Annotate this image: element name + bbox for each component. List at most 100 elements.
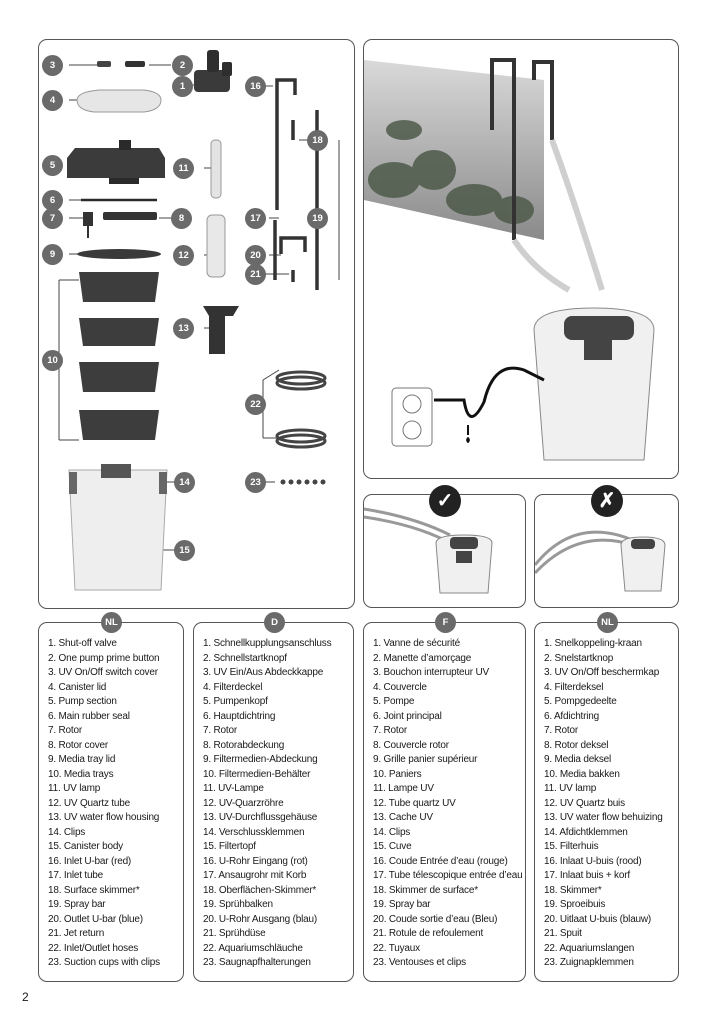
list-item: 15. Cuve: [373, 841, 412, 852]
media-tray-lid-shape: [77, 249, 161, 259]
list-item: 5. Pump section: [48, 696, 117, 707]
callout-8: 8: [171, 208, 192, 229]
list-item: 8. Rotor cover: [48, 739, 109, 751]
list-item: 17. Inlet tube: [48, 870, 104, 881]
callout-3: 3: [42, 55, 63, 76]
uv-switch-cover-shape: [97, 61, 111, 67]
rotor-shape: [83, 212, 93, 226]
list-item: 2. Schnellstartknopf: [203, 652, 287, 664]
list-item: 2. Manette d’amorçage: [373, 652, 472, 664]
callout-6: 6: [42, 190, 63, 211]
canister-body-shape: [68, 464, 168, 591]
list-item: 7. Rotor: [203, 725, 237, 736]
callout-10: 10: [42, 350, 63, 371]
list-item: 18. Skimmer de surface*: [373, 884, 478, 896]
list-item: 8. Rotor deksel: [544, 739, 609, 751]
correct-placement-illustration: [364, 507, 493, 594]
list-item: 1. Snelkoppeling-kraan: [544, 638, 642, 649]
aquarium-canister: [533, 307, 655, 461]
list-item: 14. Clips: [48, 826, 86, 838]
list-item: 1. Schnellkupplungsanschluss: [203, 638, 332, 649]
list-item: 11. UV-Lampe: [203, 783, 264, 794]
list-item: 16. Inlaat U-buis (rood): [544, 855, 642, 867]
list-item: 22. Aquariumslangen: [544, 942, 635, 954]
list-item: 3. Bouchon interrupteur UV: [373, 667, 489, 678]
canister-lid-shape: [76, 89, 162, 113]
list-item: 2. One pump prime button: [48, 652, 160, 664]
list-item: 20. Outlet U-bar (blue): [48, 913, 143, 925]
list-item: 6. Joint principal: [373, 710, 442, 722]
shut-off-valve-shape: [194, 50, 232, 92]
callout-17: 17: [245, 208, 266, 229]
list-item: 6. Hauptdichtring: [203, 710, 276, 722]
list-item: 6. Afdichtring: [544, 710, 600, 722]
language-badge: NL: [597, 612, 618, 633]
list-item: 21. Spuit: [544, 928, 582, 939]
drip-icon: [466, 437, 470, 443]
callout-21: 21: [245, 264, 266, 285]
callout-12: 12: [173, 245, 194, 266]
list-item: 1. Shut-off valve: [48, 638, 117, 649]
list-item: 5. Pompgedeelte: [544, 696, 617, 707]
legend-column-4: NL 1. Snelkoppeling-kraan 2. Snelstartkno…: [534, 612, 679, 982]
list-item: 14. Afdichtklemmen: [544, 826, 628, 838]
list-item: 20. Uitlaat U-buis (blauw): [544, 913, 652, 925]
list-item: 6. Main rubber seal: [48, 710, 130, 722]
list-item: 18. Surface skimmer*: [48, 884, 140, 896]
rotor-cover-shape: [103, 212, 157, 220]
parts-list: 1. Shut-off valve 2. One pump prime butto…: [48, 637, 160, 971]
list-item: 7. Rotor: [373, 725, 407, 736]
callout-13: 13: [173, 318, 194, 339]
callout-4: 4: [42, 90, 63, 111]
list-item: 10. Media trays: [48, 768, 114, 780]
list-item: 17. Inlaat buis + korf: [544, 870, 630, 881]
callout-14: 14: [174, 472, 195, 493]
list-item: 15. Filterhuis: [544, 841, 599, 852]
list-item: 21. Sprühdüse: [203, 928, 266, 939]
callout-15: 15: [174, 540, 195, 561]
list-item: 2. Snelstartknop: [544, 652, 614, 664]
list-item: 21. Rotule de refoulement: [373, 928, 484, 939]
uv-quartz-tube-shape: [206, 214, 226, 278]
list-item: 22. Inlet/Outlet hoses: [48, 942, 139, 954]
media-trays-shape: [79, 272, 159, 440]
list-item: 10. Filtermedien-Behälter: [203, 768, 311, 780]
list-item: 16. Inlet U-bar (red): [48, 855, 132, 867]
list-item: 9. Media tray lid: [48, 754, 116, 765]
parts-list: 1. Snelkoppeling-kraan 2. Snelstartknop 3.…: [544, 637, 663, 971]
list-item: 16. U-Rohr Eingang (rot): [203, 855, 308, 867]
prime-button-shape: [125, 61, 145, 67]
list-item: 15. Filtertopf: [203, 841, 256, 852]
uv-lamp-shape: [210, 139, 222, 199]
callout-16: 16: [245, 76, 266, 97]
aquarium-plants: [368, 120, 534, 224]
power-cord: [434, 366, 545, 418]
list-item: 12. Tube quartz UV: [373, 797, 456, 809]
pipes-shape: [273, 78, 319, 290]
callout-11: 11: [173, 158, 194, 179]
legend-column-2: D 1. Schnellkupplungsanschluss 2. Schnell…: [193, 612, 354, 982]
callout-19: 19: [307, 208, 328, 229]
list-item: 20. Coude sortie d’eau (Bleu): [373, 913, 498, 925]
list-item: 19. Sprühbalken: [203, 899, 273, 910]
list-item: 3. UV On/Off beschermkap: [544, 667, 660, 678]
list-item: 18. Oberflächen-Skimmer*: [203, 884, 317, 896]
list-item: 4. Filterdeksel: [544, 681, 604, 693]
list-item: 13. UV water flow housing: [48, 812, 160, 823]
list-item: 14. Clips: [373, 826, 411, 838]
aquarium-u-tubes: [490, 58, 554, 240]
list-item: 23. Ventouses et clips: [373, 957, 466, 968]
power-outlet: [391, 387, 433, 447]
list-item: 12. UV Quartz tube: [48, 797, 131, 809]
list-item: 4. Canister lid: [48, 681, 107, 693]
list-item: 4. Filterdeckel: [203, 681, 263, 693]
wrong-placement-illustration: [535, 530, 666, 592]
list-item: 23. Suction cups with clips: [48, 957, 160, 968]
language-badge: D: [264, 612, 285, 633]
list-item: 5. Pumpenkopf: [203, 696, 268, 707]
callout-9: 9: [42, 244, 63, 265]
parts-illustration: [58, 50, 340, 591]
